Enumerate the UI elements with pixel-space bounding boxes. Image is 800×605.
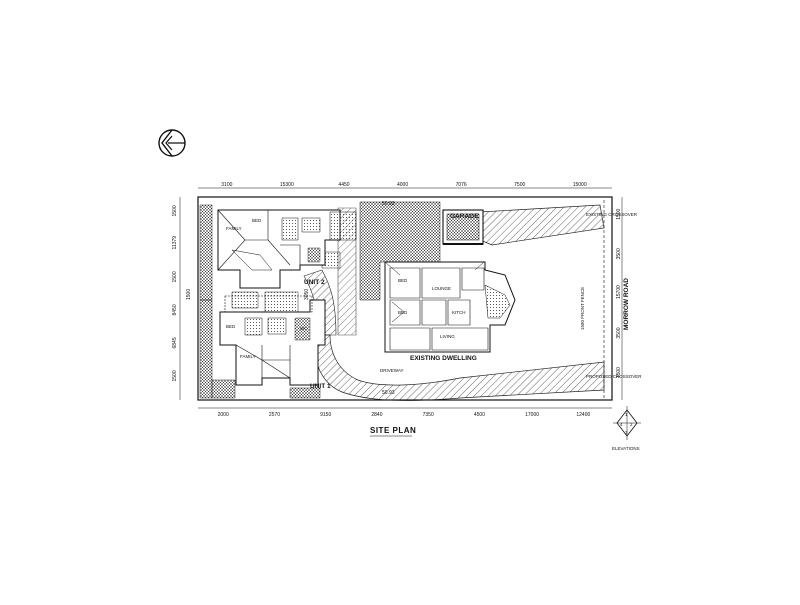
dimension-top-2: 4450 xyxy=(338,182,349,188)
dimension-top-6: 15000 xyxy=(573,182,587,188)
dimension-bottom-2: 9150 xyxy=(320,412,331,418)
garage xyxy=(442,209,484,245)
elevations-label: ELEVATIONS xyxy=(612,446,640,451)
room-living: LIVING xyxy=(440,334,455,339)
garage-label: GARAGE xyxy=(450,213,479,220)
landscape-zones xyxy=(199,201,441,399)
unit-2-label: UNIT 2 xyxy=(304,279,325,286)
proposed-crossover-label: PROPOSED CROSSOVER xyxy=(586,374,642,379)
room-lounge: LOUNGE xyxy=(432,286,451,291)
dimension-bottom-1: 2570 xyxy=(269,412,280,418)
unit-2-floor-plan xyxy=(217,209,357,289)
svg-text:4: 4 xyxy=(620,422,623,427)
dimension-bottom-4: 7350 xyxy=(423,412,434,418)
dimensions-left: 1500 11379 1500 8450 6845 1500 xyxy=(172,205,178,381)
front-fence-label: 1580 FRONT FENCE xyxy=(580,287,585,330)
dimensions-bottom: 2000 2570 9150 2840 7350 4500 17000 12400 xyxy=(218,412,591,418)
unit1-wc: WC xyxy=(300,326,308,331)
dimension-left-0: 1500 xyxy=(172,205,178,216)
dimension-top-5: 7500 xyxy=(514,182,525,188)
existing-crossover-label: EXISTING CROSSOVER xyxy=(586,212,638,217)
dimension-bottom-0: 2000 xyxy=(218,412,229,418)
room-bed-1: BED xyxy=(398,278,408,283)
dimensions-top: 3100 15300 4450 4000 7076 7500 15000 xyxy=(221,182,587,188)
road-name: MORROW ROAD xyxy=(623,278,630,330)
driveway-label: DRIVEWAY xyxy=(380,368,404,373)
middle-dim-bottom: 50.93 xyxy=(382,390,395,396)
unit2-family: FAMILY xyxy=(226,226,242,231)
dimension-lines xyxy=(179,187,623,409)
dimension-left-2: 1500 xyxy=(172,271,178,282)
room-kitchen: KITCH xyxy=(452,310,466,315)
dimension-left-4: 6845 xyxy=(172,337,178,348)
dimension-top-3: 4000 xyxy=(397,182,408,188)
north-arrow-icon xyxy=(158,129,186,157)
dimension-top-4: 7076 xyxy=(456,182,467,188)
unit2-bed: BED xyxy=(252,218,262,223)
dimension-right-2: 15700 xyxy=(616,285,622,299)
unit1-family: FAMILY xyxy=(240,354,256,359)
mid-vertical-1: 1500 xyxy=(186,289,192,300)
dimension-left-3: 8450 xyxy=(172,304,178,315)
dimension-bottom-5: 4500 xyxy=(474,412,485,418)
dimensions-right: 1500 3500 15700 3500 1500 xyxy=(616,208,622,378)
room-bed-2: BED xyxy=(398,310,408,315)
existing-dwelling xyxy=(384,261,516,353)
svg-text:1: 1 xyxy=(625,412,628,417)
dimension-right-4: 1500 xyxy=(616,367,622,378)
existing-dwelling-label: EXISTING DWELLING xyxy=(410,355,477,362)
dimension-left-1: 11379 xyxy=(172,236,178,250)
dimension-right-0: 1500 xyxy=(616,208,622,219)
svg-text:2: 2 xyxy=(630,422,633,427)
dimension-bottom-6: 17000 xyxy=(525,412,539,418)
dimension-left-5: 1500 xyxy=(172,370,178,381)
unit-1-label: UNIT 1 xyxy=(310,383,331,390)
drawing-title: SITE PLAN xyxy=(370,426,416,435)
unit1-bed: BED xyxy=(226,324,236,329)
dimension-top-1: 15300 xyxy=(280,182,294,188)
dimension-bottom-3: 2840 xyxy=(371,412,382,418)
unit-1-floor-plan xyxy=(219,295,326,386)
middle-dim-top: 50.93 xyxy=(382,201,395,207)
dimension-top-0: 3100 xyxy=(221,182,232,188)
elevations-compass-icon: 1 4 2 3 xyxy=(613,406,641,440)
dimension-right-3: 3500 xyxy=(616,327,622,338)
dimension-right-1: 3500 xyxy=(616,248,622,259)
mid-vertical-2: 3050 xyxy=(304,289,310,300)
svg-text:3: 3 xyxy=(625,430,628,435)
dimension-bottom-7: 12400 xyxy=(576,412,590,418)
